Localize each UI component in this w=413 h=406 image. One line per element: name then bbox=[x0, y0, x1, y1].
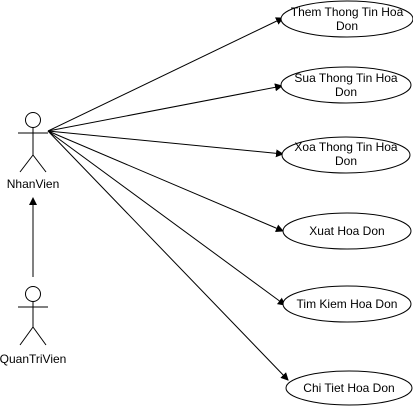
association-them bbox=[47, 17, 284, 132]
usecase-xoa-thong-tin-hoa-don[interactable] bbox=[281, 136, 411, 174]
usecase-tim-kiem-hoa-don[interactable] bbox=[282, 285, 412, 323]
usecase-xuat-hoa-don[interactable] bbox=[282, 212, 412, 250]
usecase-label-line1: Chi Tiet Hoa Don bbox=[303, 381, 394, 395]
association-xuat bbox=[47, 130, 284, 232]
association-timkiem bbox=[47, 130, 286, 306]
usecase-label-line1: Tim Kiem Hoa Don bbox=[297, 297, 398, 311]
actor-quantrivien[interactable] bbox=[18, 286, 48, 346]
usecase-chi-tiet-hoa-don[interactable] bbox=[285, 370, 413, 406]
actor-head bbox=[25, 286, 41, 302]
usecase-label-line1: Sua Thong Tin Hoa bbox=[294, 71, 398, 85]
usecase-label-line2: Don bbox=[335, 85, 357, 99]
usecase-sua-thong-tin-hoa-don[interactable] bbox=[280, 66, 412, 104]
usecase-label-line1: Xuat Hoa Don bbox=[309, 224, 384, 238]
usecase-them-thong-tin-hoa-don[interactable] bbox=[280, 0, 413, 38]
usecase-label-line1: Them Thong Tin Hoa bbox=[291, 5, 404, 19]
actor-head bbox=[25, 112, 41, 128]
actor-nhanvien[interactable] bbox=[18, 112, 48, 173]
usecase-label-line2: Don bbox=[336, 19, 358, 33]
association-chitiet bbox=[47, 130, 289, 381]
actor-nhanvien-label: NhanVien bbox=[7, 177, 60, 191]
usecase-label-line1: Xoa Thong Tin Hoa bbox=[294, 140, 398, 154]
association-lines bbox=[47, 17, 289, 381]
actor-quantrivien-label: QuanTriVien bbox=[0, 352, 66, 366]
association-xoa bbox=[47, 130, 284, 158]
usecase-label-line2: Don bbox=[335, 154, 357, 168]
association-sua bbox=[47, 83, 283, 132]
